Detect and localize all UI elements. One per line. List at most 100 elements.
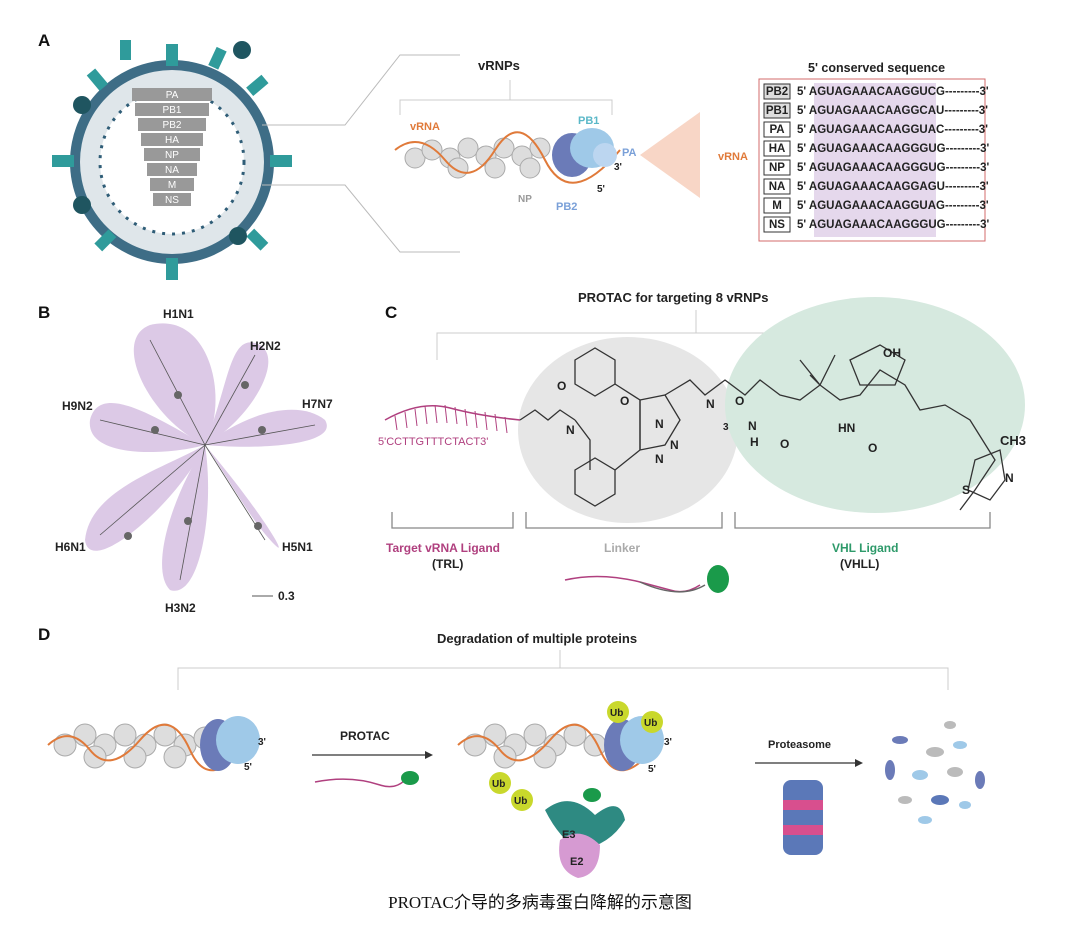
segment-bar	[150, 178, 194, 191]
segment-bar	[153, 193, 191, 206]
atom-o2: O	[620, 394, 629, 408]
atom-n1: N	[566, 423, 575, 437]
ub-label-3: Ub	[492, 779, 505, 790]
segment-label: NA	[165, 165, 179, 176]
ternary-complex: 3' 5' E3 E2 Ub Ub Ub Ub	[457, 701, 672, 878]
ub-label-1: Ub	[610, 708, 623, 719]
segment-name: PB1	[766, 105, 789, 117]
proteasome-icon	[783, 780, 823, 855]
atom-s: S	[962, 483, 970, 497]
atom-h: H	[750, 435, 759, 449]
protac-structure: PROTAC for targeting 8 vRNPs 5'CCTTGTTTC…	[378, 290, 1026, 593]
tree-scale-label: 0.3	[278, 589, 295, 603]
atom-o5: O	[868, 441, 877, 455]
segment-name: PB2	[766, 86, 788, 98]
degraded-fragments	[885, 721, 985, 824]
trl-label: Target vRNA Ligand	[386, 541, 500, 555]
segment-label: NP	[165, 150, 179, 161]
atom-o4: O	[780, 437, 789, 451]
sequence-text: 5' AGUAGAAACAAGGUAC---------3'	[797, 124, 988, 136]
atom-sub3: 3	[723, 422, 729, 433]
tree-label-h2n2: H2N2	[250, 339, 281, 353]
vrnp-5prime: 5'	[597, 184, 605, 195]
degradation-scheme: Degradation of multiple proteins 3' 5' P…	[47, 631, 985, 878]
sequence-text: 5' AGUAGAAACAAGGGUG---------3'	[797, 143, 989, 155]
e2-label: E2	[570, 856, 583, 868]
atom-nh: N	[748, 419, 757, 433]
complex-3prime: 3'	[664, 737, 672, 748]
pa-label: PA	[622, 147, 637, 159]
vrna-label: vRNA	[410, 121, 440, 133]
sequence-text: 5' AGUAGAAACAAGGGUG---------3'	[797, 162, 989, 174]
atom-ch3: CH3	[1000, 433, 1026, 448]
atom-hn: HN	[838, 421, 855, 435]
figure-caption: PROTAC介导的多病毒蛋白降解的示意图	[388, 893, 692, 912]
ub-label-4: Ub	[514, 796, 527, 807]
atom-o1: O	[557, 379, 566, 393]
np-label: NP	[518, 194, 532, 205]
tree-label-h1n1: H1N1	[163, 307, 194, 321]
segment-bar	[141, 133, 203, 146]
tree-label-h5n1: H5N1	[282, 540, 313, 554]
proteasome-label: Proteasome	[768, 739, 831, 751]
vrnp-complex-before: 3' 5'	[47, 716, 266, 773]
protac-cartoon-icon	[564, 565, 729, 593]
atom-o3: O	[735, 394, 744, 408]
phylogenetic-tree: H1N1 H2N2 H7N7 H9N2 H6N1 H5N1 H3N2 0.3	[55, 307, 333, 615]
pb2-label: PB2	[556, 201, 577, 213]
ub-label-2: Ub	[644, 718, 657, 729]
e3-label: E3	[562, 829, 575, 841]
segment-bar	[135, 103, 209, 116]
tree-label-h9n2: H9N2	[62, 399, 93, 413]
conserved-title: 5' conserved sequence	[808, 61, 945, 75]
protac-arrow-label: PROTAC	[340, 729, 390, 743]
segment-label: PB1	[163, 105, 182, 116]
sequence-row: NP 5' AGUAGAAACAAGGGUG---------3'	[763, 159, 989, 176]
panel-label-b: B	[38, 303, 50, 322]
segment-name: NP	[769, 162, 785, 174]
protac-small-icon	[314, 771, 419, 788]
tree-label-h7n7: H7N7	[302, 397, 333, 411]
sequence-row: HA 5' AGUAGAAACAAGGGUG---------3'	[763, 140, 989, 157]
segment-bar	[132, 88, 212, 101]
vrnps-title: vRNPs	[478, 58, 520, 73]
atom-oh: OH	[883, 346, 901, 360]
complex-5prime: 5'	[648, 764, 656, 775]
vrnp-3prime: 3'	[614, 162, 622, 173]
segment-bar	[138, 118, 206, 131]
atom-n6: N	[1005, 471, 1014, 485]
segment-name: NA	[769, 181, 786, 193]
pb1-label: PB1	[578, 115, 599, 127]
segment-label: PA	[166, 90, 179, 101]
conserved-vrna-label: vRNA	[718, 151, 748, 163]
segment-name: M	[772, 200, 782, 212]
atom-n3: N	[670, 438, 679, 452]
segment-label: PB2	[163, 120, 182, 131]
trl-rna-sequence: 5'CCTTGTTTCTACT3'	[378, 436, 488, 448]
segment-bar	[147, 163, 197, 176]
before-5prime: 5'	[244, 762, 252, 773]
atom-n5: N	[706, 397, 715, 411]
panel-label-d: D	[38, 625, 50, 644]
degradation-title: Degradation of multiple proteins	[437, 631, 637, 646]
vhl-label: VHL Ligand	[832, 541, 898, 555]
segment-label: M	[168, 180, 176, 191]
segment-label: NS	[165, 195, 179, 206]
panel-label-c: C	[385, 303, 397, 322]
segment-bar	[144, 148, 200, 161]
sequence-row: PA 5' AGUAGAAACAAGGUAC---------3'	[763, 121, 988, 138]
sequence-text: 5' AGUAGAAACAAGGUCG---------3'	[797, 86, 989, 98]
sequence-row: PB2 5' AGUAGAAACAAGGUCG---------3'	[763, 83, 989, 100]
trl-abbr: (TRL)	[432, 557, 463, 571]
segment-name: HA	[769, 143, 786, 155]
sequence-text: 5' AGUAGAAACAAGGGUG---------3'	[797, 219, 989, 231]
tree-label-h6n1: H6N1	[55, 540, 86, 554]
segment-name: PA	[769, 124, 784, 136]
protac-title: PROTAC for targeting 8 vRNPs	[578, 290, 768, 305]
atom-n2: N	[655, 417, 664, 431]
